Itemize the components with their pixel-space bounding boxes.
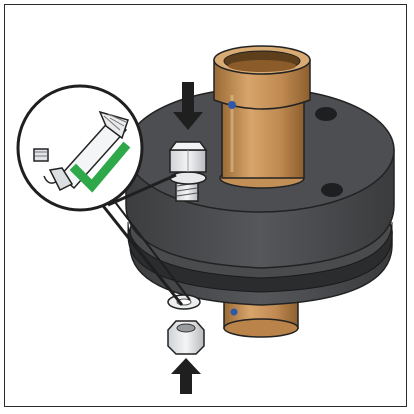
- blue-marker-upper: [228, 101, 236, 109]
- upper-pipe: [214, 46, 310, 188]
- bolt-hole-back-right: [315, 107, 337, 121]
- lubricant-callout: [18, 86, 142, 210]
- bolt-hole-front-right: [321, 183, 343, 197]
- arrow-up-icon: [171, 358, 201, 394]
- bottom-nut: [168, 295, 204, 354]
- tube-cap-icon: [34, 149, 48, 161]
- blue-marker-lower: [231, 309, 238, 316]
